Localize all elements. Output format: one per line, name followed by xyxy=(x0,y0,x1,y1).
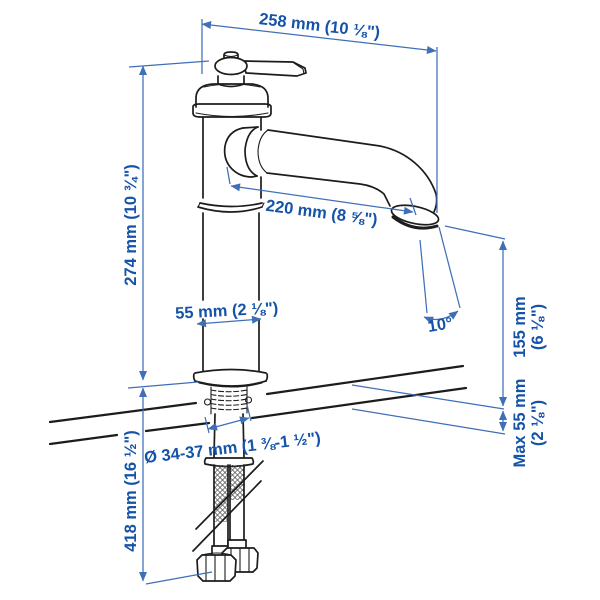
label-spout-reach: 220 mm (8 ⅝") xyxy=(265,197,379,230)
label-spout-clearance-line2: (6 ⅛") xyxy=(529,304,547,350)
label-total-height: 274 mm (10 ¾") xyxy=(122,164,140,286)
faucet-base-and-shank xyxy=(192,368,269,468)
supply-hoses xyxy=(196,464,259,582)
label-spout-clearance-line1: 155 mm xyxy=(511,296,529,357)
label-base-width: 55 mm (2 ⅛") xyxy=(175,299,279,322)
faucet-body xyxy=(192,83,272,372)
faucet-handle xyxy=(214,51,307,88)
dimension-labels: 258 mm (10 ⅛") 274 mm (10 ¾") 220 mm (8 … xyxy=(122,10,547,552)
break-lines xyxy=(192,460,264,552)
dimension-lines xyxy=(127,19,507,585)
label-hose-length: 418 mm (16 ½") xyxy=(122,430,140,552)
label-spout-angle: 10° xyxy=(426,314,453,336)
countertop-lines xyxy=(48,364,468,446)
label-max-deck-line1: Max 55 mm xyxy=(511,379,529,468)
label-max-deck-line2: (2 ⅛") xyxy=(529,400,547,446)
